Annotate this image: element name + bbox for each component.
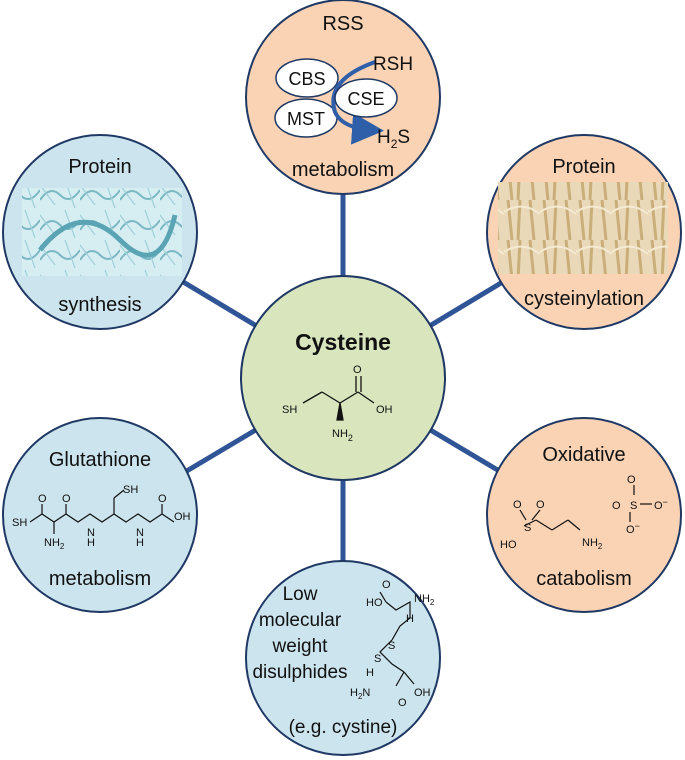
oxidative-title: Oxidative xyxy=(542,444,625,466)
glutathione-oh: OH xyxy=(174,511,191,523)
cysteine-o: O xyxy=(353,364,362,376)
glutathione-subtitle: metabolism xyxy=(49,568,151,590)
rsh-label: RSH xyxy=(373,54,413,75)
disulphides-line-1: Low xyxy=(283,584,318,605)
node-cysteine: Cysteine SH O OH NH2 xyxy=(240,275,446,481)
protein-cysteinylation-subtitle: cysteinylation xyxy=(524,288,644,310)
taurine-o-2: O xyxy=(536,499,545,511)
taurine-nh2: NH2 xyxy=(582,537,603,551)
cystine-h2n-bottom: H2N xyxy=(350,687,370,701)
cysteine-sh: SH xyxy=(282,404,297,416)
glutathione-o-2: O xyxy=(62,493,71,505)
h2s-label: H2S xyxy=(377,127,410,151)
protein-synthesis-title: Protein xyxy=(68,156,131,178)
rss-title: RSS xyxy=(322,13,363,35)
cbs-ellipse xyxy=(275,58,339,98)
cystine-o-top: O xyxy=(382,579,391,591)
cystine-oh-bottom: OH xyxy=(414,687,431,699)
sulfite-structure xyxy=(629,485,652,522)
cysteine-nh2: NH2 xyxy=(332,428,353,443)
glutathione-title: Glutathione xyxy=(49,449,151,471)
oxidative-subtitle: catabolism xyxy=(536,568,632,590)
cystine-o-bottom: O xyxy=(398,697,407,709)
cystine-h-top: H xyxy=(406,613,414,625)
cystine-ho-top: HO xyxy=(366,597,383,609)
disulphides-line-5: (e.g. cystine) xyxy=(289,717,398,738)
cbs-label: CBS xyxy=(288,69,325,89)
cse-label: CSE xyxy=(347,89,384,109)
cystine-h-bottom: H xyxy=(366,667,374,679)
glutathione-sh-left: SH xyxy=(12,517,27,529)
node-disulphides: Low molecular weight disulphides (e.g. c… xyxy=(245,560,441,756)
sulfite-o-minus-1: O− xyxy=(654,497,668,512)
protein-structure-image-blue xyxy=(22,188,182,276)
mst-label: MST xyxy=(287,109,325,129)
disulphides-line-3: weight xyxy=(272,636,329,657)
taurine-o-1: O xyxy=(513,499,522,511)
cse-ellipse xyxy=(334,78,398,118)
node-rss: RSS CBS MST CSE RSH H2S metabolism xyxy=(245,0,441,195)
glutathione-o-3: O xyxy=(158,493,167,505)
cystine-nh2-top: NH2 xyxy=(414,593,435,607)
rsh-to-h2s-arrow xyxy=(331,60,384,145)
node-protein-synthesis: Protein synthesis xyxy=(2,134,198,330)
protein-synthesis-subtitle: synthesis xyxy=(58,294,141,316)
sulfite-o-top: O xyxy=(627,474,636,486)
glutathione-nh2: NH2 xyxy=(44,537,65,551)
taurine-s: S xyxy=(524,522,531,534)
sulfite-o-left: O xyxy=(612,500,621,512)
glutathione-o-1: O xyxy=(38,493,47,505)
protein-structure-image-tan xyxy=(498,182,668,274)
sulfite-s: S xyxy=(630,500,637,512)
cysteine-title: Cysteine xyxy=(295,329,391,355)
node-oxidative-catabolism: Oxidative O O S O− O− HO S O O NH2 catab… xyxy=(486,417,682,613)
disulphides-line-4: disulphides xyxy=(252,662,347,683)
protein-cysteinylation-title: Protein xyxy=(552,156,615,178)
cysteine-oh: OH xyxy=(376,404,393,416)
glutathione-structure xyxy=(29,489,175,534)
taurine-structure xyxy=(519,509,581,531)
cystine-s-2: S xyxy=(374,653,381,665)
cystine-s-1: S xyxy=(388,640,395,652)
sulfite-o-minus-2: O− xyxy=(626,521,640,536)
glutathione-sh-top: SH xyxy=(123,484,138,496)
cysteine-structure xyxy=(302,376,375,421)
taurine-ho: HO xyxy=(500,539,517,551)
rss-subtitle: metabolism xyxy=(292,159,394,181)
node-protein-cysteinylation: Protein cysteinylation xyxy=(486,134,682,330)
cystine-structure xyxy=(379,591,415,687)
disulphides-line-2: molecular xyxy=(259,610,342,631)
